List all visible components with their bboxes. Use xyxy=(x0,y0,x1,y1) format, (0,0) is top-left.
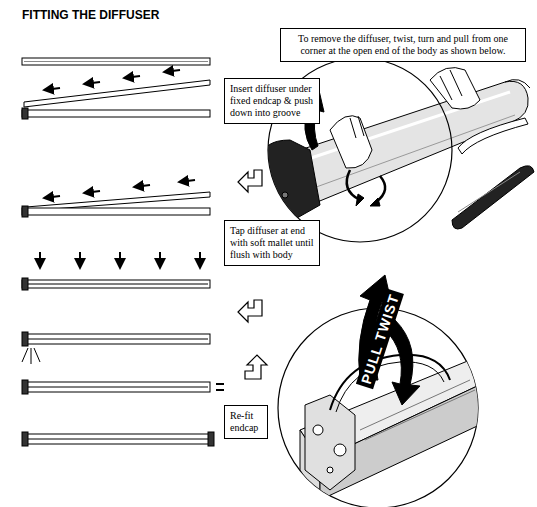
note-text: To remove the diffuser, twist, turn and … xyxy=(286,33,520,57)
note-box: Insert diffuser under fixed endcap & pus… xyxy=(224,78,320,124)
note-box: Re-fit endcap xyxy=(224,405,268,439)
note-box: Tap diffuser at end with soft mallet unt… xyxy=(224,220,320,266)
note-text: Insert diffuser under fixed endcap & pus… xyxy=(230,83,314,119)
note-text: Tap diffuser at end with soft mallet unt… xyxy=(230,225,314,261)
note-text: Re-fit endcap xyxy=(230,410,262,434)
diagram-title: FITTING THE DIFFUSER xyxy=(22,8,159,22)
note-box: To remove the diffuser, twist, turn and … xyxy=(280,28,526,62)
